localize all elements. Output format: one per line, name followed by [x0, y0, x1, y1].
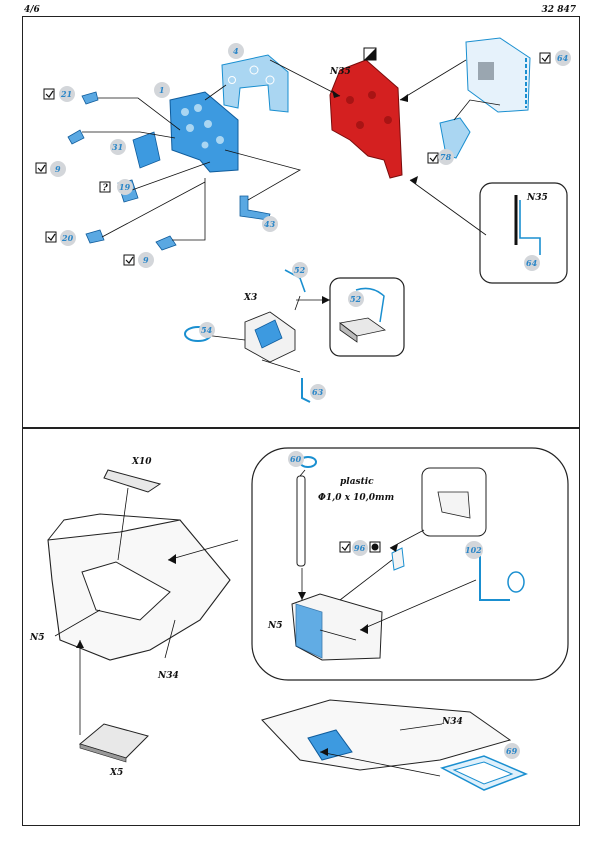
check-box-icon: [123, 254, 135, 266]
question-mark: ?: [103, 184, 109, 194]
label-n35: N35: [329, 67, 351, 77]
mount-block-side: [339, 322, 358, 343]
label-part-43: 43: [264, 219, 276, 229]
n5-box-blue-face: [295, 603, 323, 659]
gauge-hole: [228, 76, 236, 84]
gauge: [204, 120, 212, 128]
check-box-icon: [427, 152, 439, 164]
part-69-installed: [307, 729, 353, 761]
gauge-hole: [265, 75, 275, 85]
gauge: [186, 124, 194, 132]
label-part-63: 63: [312, 387, 324, 397]
part-20-lever: [85, 229, 105, 244]
label-n5-cockpit: N5: [29, 633, 45, 643]
label-part-31: 31: [112, 142, 123, 152]
part-102-disc: [507, 571, 525, 593]
part-4-panel-face: [221, 54, 289, 113]
top-arrowheads: [322, 90, 418, 304]
label-n5-inset: N5: [267, 621, 283, 631]
x10-part: [103, 469, 162, 493]
label-x3: X3: [243, 293, 257, 303]
label-rod-spec: Φ1,0 x 10,0mm: [318, 493, 394, 503]
top-instruction-panel: [22, 16, 580, 428]
x3-reflector: [254, 319, 283, 349]
label-part-1: 1: [159, 85, 165, 95]
bracket-detail: [437, 491, 471, 519]
part-96-piece: [391, 547, 405, 571]
plastic-rod: [296, 475, 306, 567]
check-icons: [35, 52, 551, 553]
part-102-bracket: [479, 556, 510, 601]
gauge: [216, 136, 224, 144]
part-9-lever-upper: [67, 129, 85, 145]
label-x10: X10: [131, 457, 152, 467]
x5-plate-edge: [79, 743, 127, 763]
detail-inset-n35: [479, 182, 568, 284]
label-n34-lower: N34: [441, 717, 463, 727]
label-part-52: 52: [294, 265, 306, 275]
paint-icon-dot: [371, 543, 379, 551]
n35-gauge-recess: [346, 96, 354, 104]
check-box-icon: [35, 162, 47, 174]
label-n35-inset: N35: [526, 193, 548, 203]
part-number-bubbles: [50, 43, 571, 759]
part-43-handle: [239, 195, 271, 221]
check-box-icon: [43, 88, 55, 100]
gauge: [181, 108, 189, 116]
part-21-lever: [81, 91, 99, 105]
bottom-arrowheads: [76, 544, 398, 756]
bottom-instruction-panel: [22, 428, 580, 826]
label-part-64: 64: [557, 53, 569, 63]
assembly-block: [478, 62, 494, 80]
detail-inset-small: [421, 467, 487, 537]
label-part-60: 60: [290, 454, 302, 464]
check-box-icon: [45, 231, 57, 243]
question-box-icon: [99, 181, 111, 193]
part-64-assembly: [465, 37, 531, 113]
part-52-detail: [355, 287, 385, 323]
label-part-9-upper: 9: [55, 164, 61, 174]
label-part-78: 78: [440, 152, 452, 162]
part-63-brace: [301, 378, 311, 403]
gauge: [194, 104, 202, 112]
label-part-54: 54: [201, 325, 213, 335]
check-box-icon: [539, 52, 551, 64]
page-number: 4/6: [24, 5, 40, 15]
label-part-64-inset: 64: [526, 258, 538, 268]
detail-inset-52: [329, 277, 405, 357]
part-31-plate: [132, 131, 161, 169]
n35-gauge-recess: [384, 116, 392, 124]
half-fill-icon-fill: [364, 48, 376, 60]
n35-gauge-recess: [368, 91, 376, 99]
label-part-19: 19: [119, 182, 131, 192]
part-64-detail: [519, 200, 541, 255]
gauge-hole: [249, 65, 259, 75]
detail-inset-n5: [251, 447, 569, 681]
label-part-69: 69: [506, 746, 518, 756]
label-part-9-lower: 9: [143, 255, 149, 265]
label-part-21: 21: [60, 89, 72, 99]
part-69-opening: [452, 761, 514, 785]
label-part-96: 96: [354, 543, 366, 553]
label-n34-cockpit: N34: [157, 671, 179, 681]
n35-panel-red: [329, 59, 403, 179]
cockpit-floor: [81, 561, 171, 621]
label-part-20: 20: [61, 233, 74, 243]
top-leader-lines: [82, 59, 501, 373]
kit-code: 32 847: [541, 5, 576, 15]
bottom-leader-lines: [54, 469, 477, 777]
check-box-icon: [339, 541, 351, 553]
fuselage-edge: [47, 513, 181, 541]
part-9-lever-lower: [155, 235, 177, 251]
label-part-52-inset: 52: [350, 294, 362, 304]
n35-gauge-recess: [356, 121, 364, 129]
label-plastic: plastic: [340, 477, 374, 487]
label-part-4: 4: [233, 46, 239, 56]
gauge: [201, 141, 209, 149]
label-x5: X5: [109, 768, 123, 778]
label-part-102: 102: [465, 545, 482, 555]
